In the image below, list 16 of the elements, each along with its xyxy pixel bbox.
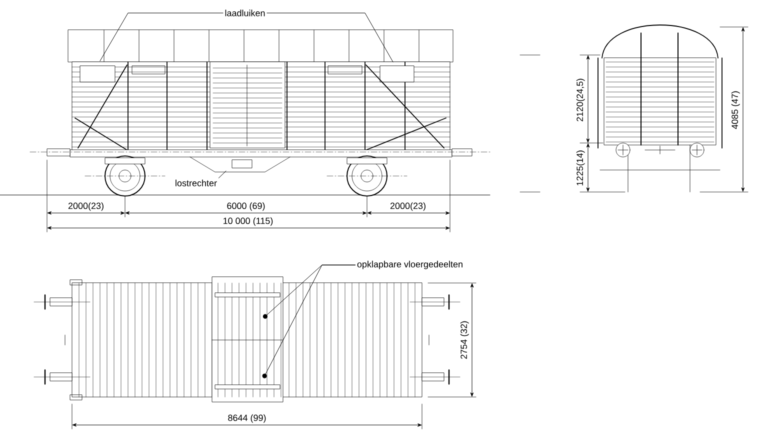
leader-line [266, 12, 394, 62]
callout-label: laadluiken [225, 10, 265, 16]
dimension-label: 2754 (32) [460, 321, 469, 359]
dimension-label: 6000 (69) [227, 202, 265, 211]
dimension-label: 4085 (47) [731, 91, 740, 130]
dimension-label: 2120(24,5) [576, 78, 585, 122]
leader-line [100, 12, 224, 62]
dimension-label: 2000(23) [390, 202, 426, 211]
dimension-label: 2000(23) [68, 202, 104, 211]
leader-line [262, 264, 356, 378]
dimension-label: 1225(14) [576, 150, 585, 186]
callout-label: lostrechter [176, 180, 217, 186]
callout-label: opklapbare vloergedeelten [357, 260, 462, 270]
leader-line [218, 170, 226, 178]
dimension-label: 10 000 (115) [224, 217, 273, 226]
dimension-label: 8644 (99) [228, 414, 266, 423]
